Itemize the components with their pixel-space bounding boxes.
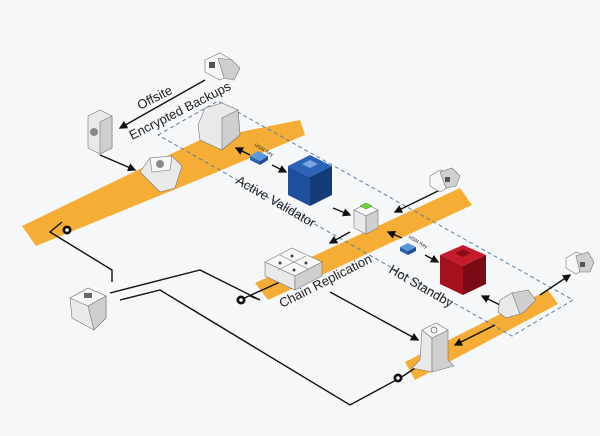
archive-device-icon [69, 287, 107, 331]
connection-wire-4 [239, 281, 281, 301]
lock-icon [429, 167, 461, 193]
connection-wire-3 [119, 289, 436, 406]
active-validator-building-icon [288, 155, 332, 206]
connector-point [236, 295, 246, 305]
hsm-key-icon [400, 243, 416, 255]
connection-wire-2 [109, 269, 261, 301]
connector-point [393, 373, 403, 383]
server-arrow [99, 154, 137, 172]
standby-gateway-icon [497, 289, 537, 319]
gateway-icon [139, 155, 183, 193]
replication-arrow [329, 291, 420, 341]
dome-device-icon [197, 102, 241, 151]
backup-server-icon [87, 109, 113, 155]
hsm-arrow-3 [386, 230, 403, 239]
band-arrow [453, 324, 496, 346]
backup-arrow [118, 79, 206, 129]
hsm-key-icon [250, 151, 268, 165]
validator-arrow [332, 207, 352, 217]
storage-cluster-icon [264, 247, 323, 291]
connector-point [62, 225, 72, 235]
validator-node-icon [353, 202, 379, 235]
lock-icon [565, 251, 595, 275]
standby-arrow [480, 295, 501, 306]
hsm-arrow-4 [424, 254, 440, 263]
hot-standby-building-icon [440, 245, 486, 295]
validator-boundary [156, 100, 575, 337]
lock-arrow-2 [539, 274, 572, 296]
connection-wire-1 [48, 221, 113, 282]
replication-band-arrow [328, 231, 351, 244]
hsm-arrow-2 [271, 164, 288, 173]
hsm-arrow-1 [234, 147, 251, 156]
offsite-lock-icon [204, 52, 241, 81]
lock-arrow-1 [393, 189, 441, 213]
tower-icon [411, 322, 455, 373]
